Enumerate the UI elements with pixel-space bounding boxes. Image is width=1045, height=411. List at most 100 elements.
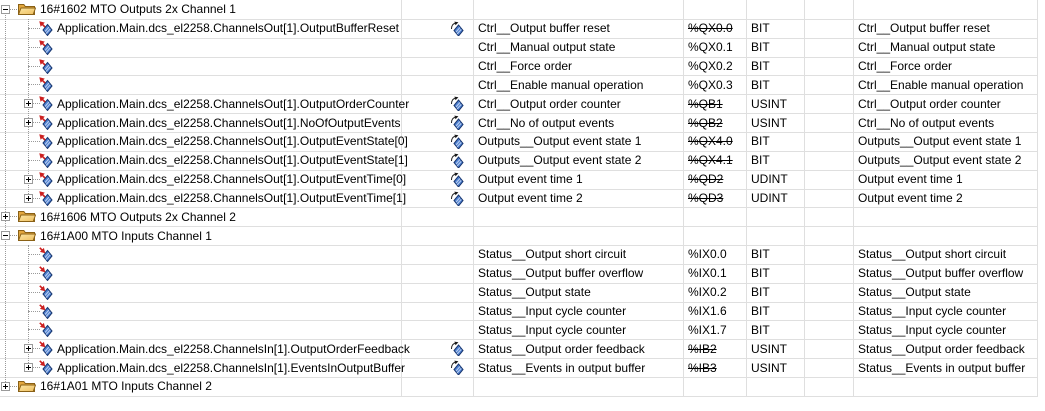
tree-expander-expanded-icon[interactable] xyxy=(1,231,10,241)
tree-expander-collapsed-icon[interactable] xyxy=(24,344,33,354)
tree-connector xyxy=(28,254,40,256)
output-variable-icon xyxy=(39,134,53,150)
folder-icon xyxy=(17,210,37,223)
tree-connector xyxy=(5,386,19,387)
group-row[interactable]: 16#1A00 MTO Inputs Channel 1 xyxy=(0,226,1038,245)
description: Outputs__Output event state 2 xyxy=(858,153,1022,168)
expander-plus-bar xyxy=(28,346,29,352)
group-label: 16#1606 MTO Outputs 2x Channel 2 xyxy=(40,209,236,224)
group-row[interactable]: 16#1A01 MTO Inputs Channel 2 xyxy=(0,377,1038,396)
tree-expander-collapsed-icon[interactable] xyxy=(24,193,33,203)
tree-expander-expanded-icon[interactable] xyxy=(1,5,10,14)
input-variable-icon xyxy=(39,303,53,319)
description: Ctrl__Enable manual operation xyxy=(858,77,1024,92)
variable-row[interactable]: Application.Main.dcs_el2258.ChannelsOut[… xyxy=(0,132,1038,151)
data-type: BIT xyxy=(751,134,770,149)
description: Ctrl__Force order xyxy=(858,58,953,73)
description: Output event time 1 xyxy=(858,172,963,187)
tree-expander-collapsed-icon[interactable] xyxy=(1,212,10,222)
variable-name[interactable]: Application.Main.dcs_el2258.ChannelsOut[… xyxy=(57,115,401,130)
data-type: BIT xyxy=(751,153,770,168)
description: Status__Input cycle counter xyxy=(858,322,1007,337)
variable-name[interactable]: Application.Main.dcs_el2258.ChannelsOut[… xyxy=(57,172,407,187)
variable-name[interactable]: Application.Main.dcs_el2258.ChannelsOut[… xyxy=(57,21,399,36)
output-variable-icon xyxy=(39,171,53,187)
mapping-arrow-icon xyxy=(450,191,464,207)
variable-row[interactable]: Application.Main.dcs_el2258.ChannelsOut[… xyxy=(0,19,1038,38)
description: Status__Output state xyxy=(858,285,971,300)
data-type: BIT xyxy=(751,266,770,281)
description: Outputs__Output event state 1 xyxy=(858,134,1022,149)
grid-hline xyxy=(0,377,1038,378)
variable-row[interactable]: Application.Main.dcs_el2258.ChannelsOut[… xyxy=(0,151,1038,170)
expander-plus-bar xyxy=(28,101,29,107)
input-variable-icon xyxy=(39,247,53,263)
variable-row[interactable]: Application.Main.dcs_el2258.ChannelsOut[… xyxy=(0,170,1038,189)
data-type: BIT xyxy=(751,58,770,73)
tree-connector xyxy=(28,272,40,274)
expander-minus-bar xyxy=(3,9,8,10)
grid-hline xyxy=(0,226,1038,227)
folder-icon xyxy=(17,3,37,16)
grid-vline xyxy=(746,0,747,396)
channel-name: Status__Output state xyxy=(478,285,591,300)
grid-vline xyxy=(473,0,474,396)
mapping-arrow-icon xyxy=(450,115,464,131)
variable-name[interactable]: Application.Main.dcs_el2258.ChannelsIn[1… xyxy=(57,360,405,375)
tree-branch-line xyxy=(28,19,29,198)
channel-name: Output event time 1 xyxy=(478,172,583,187)
output-variable-icon xyxy=(39,190,53,206)
data-type: UDINT xyxy=(751,190,788,205)
variable-row[interactable]: Application.Main.dcs_el2258.ChannelsOut[… xyxy=(0,94,1038,113)
io-address: %QD3 xyxy=(688,190,724,205)
tree-expander-collapsed-icon[interactable] xyxy=(24,363,33,373)
group-label: 16#1A00 MTO Inputs Channel 1 xyxy=(40,228,212,243)
variable-name[interactable]: Application.Main.dcs_el2258.ChannelsIn[1… xyxy=(57,341,410,356)
mapping-arrow-icon xyxy=(450,153,464,169)
mapping-arrow-icon xyxy=(450,21,464,37)
channel-name: Ctrl__No of output events xyxy=(478,115,615,130)
tree-connector xyxy=(5,235,19,237)
io-address: %QX4.0 xyxy=(688,134,733,149)
grid-hline xyxy=(0,396,1038,397)
variable-name[interactable]: Application.Main.dcs_el2258.ChannelsOut[… xyxy=(57,153,408,168)
group-row[interactable]: 16#1606 MTO Outputs 2x Channel 2 xyxy=(0,207,1038,226)
grid-hline xyxy=(0,358,1038,359)
tree-connector xyxy=(28,84,40,86)
tree-connector xyxy=(33,178,40,180)
channel-name: Status__Events in output buffer xyxy=(478,360,646,375)
grid-hline xyxy=(0,113,1038,114)
tree-connector xyxy=(33,197,40,199)
tree-expander-collapsed-icon[interactable] xyxy=(24,174,33,184)
tree-expander-collapsed-icon[interactable] xyxy=(24,118,33,128)
tree-connector xyxy=(33,122,40,124)
group-row[interactable]: 16#1602 MTO Outputs 2x Channel 1 xyxy=(0,0,1038,19)
grid-hline xyxy=(0,245,1038,246)
tree-expander-collapsed-icon[interactable] xyxy=(1,382,10,391)
input-variable-icon xyxy=(39,284,53,301)
description: Status__Output order feedback xyxy=(858,341,1025,356)
input-variable-icon xyxy=(39,322,53,338)
variable-name[interactable]: Application.Main.dcs_el2258.ChannelsOut[… xyxy=(57,190,407,205)
tree-expander-collapsed-icon[interactable] xyxy=(24,99,33,109)
variable-name[interactable]: Application.Main.dcs_el2258.ChannelsOut[… xyxy=(57,134,408,149)
output-variable-icon xyxy=(39,115,53,131)
variable-row[interactable]: Application.Main.dcs_el2258.ChannelsOut[… xyxy=(0,189,1038,208)
variable-row[interactable]: Application.Main.dcs_el2258.ChannelsOut[… xyxy=(0,113,1038,132)
variable-row[interactable]: Application.Main.dcs_el2258.ChannelsIn[1… xyxy=(0,339,1038,358)
variable-row[interactable]: Application.Main.dcs_el2258.ChannelsIn[1… xyxy=(0,358,1038,377)
output-variable-icon xyxy=(39,153,53,169)
variable-name[interactable]: Application.Main.dcs_el2258.ChannelsOut[… xyxy=(57,96,410,111)
grid-hline xyxy=(0,38,1038,39)
mapping-arrow-icon xyxy=(450,341,464,358)
description: Output event time 2 xyxy=(858,190,963,205)
tree-connector xyxy=(5,216,19,218)
